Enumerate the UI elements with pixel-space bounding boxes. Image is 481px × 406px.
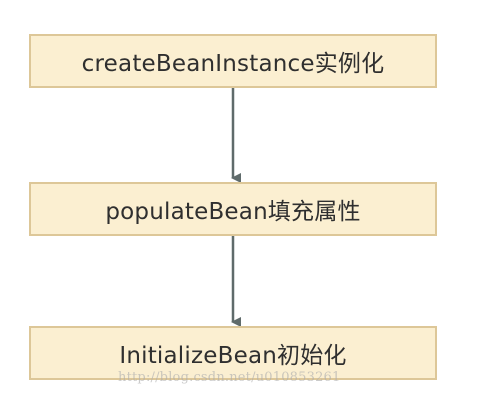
node-populate-bean: populateBean填充属性 (29, 182, 437, 236)
node-initialize-bean: InitializeBean初始化 (29, 326, 437, 380)
node-label: createBeanInstance实例化 (81, 51, 385, 77)
node-label: populateBean填充属性 (105, 199, 361, 225)
node-label: InitializeBean初始化 (119, 343, 347, 369)
node-create-bean-instance: createBeanInstance实例化 (29, 34, 437, 88)
watermark: http://blog.csdn.net/u010853261 (118, 370, 341, 385)
